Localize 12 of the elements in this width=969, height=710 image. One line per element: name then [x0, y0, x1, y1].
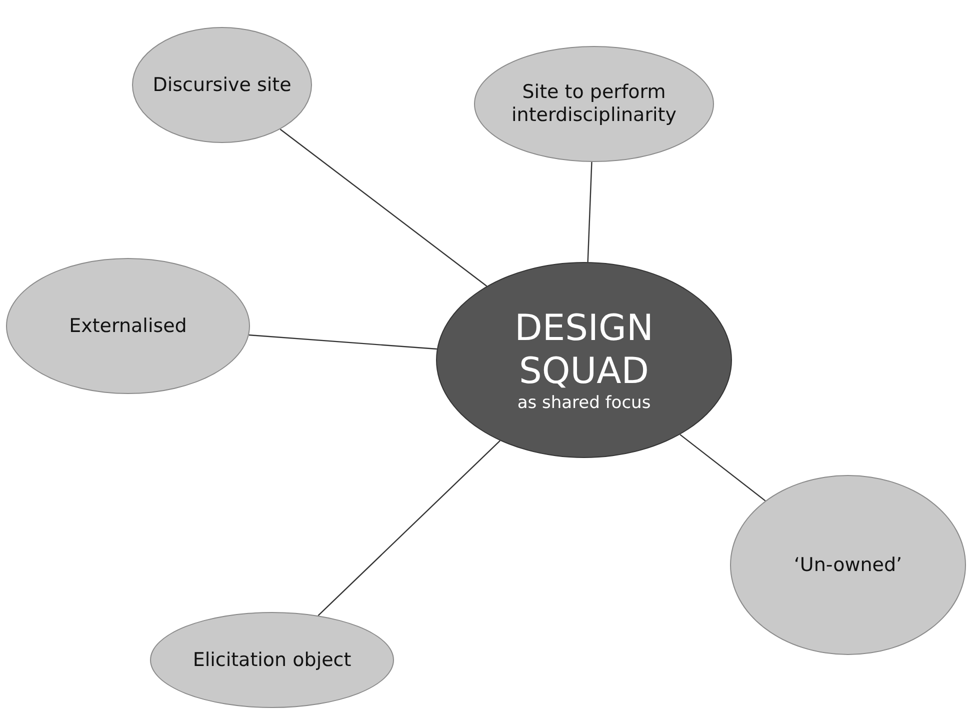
connector-line	[680, 434, 766, 502]
concept-label: Elicitation object	[192, 648, 352, 672]
concept-label: Externalised	[69, 314, 187, 338]
connector-line	[318, 440, 500, 616]
central-subtitle: as shared focus	[517, 392, 651, 414]
connector-line	[248, 334, 437, 350]
concept-label: Site to perform interdisciplinarity	[510, 81, 678, 127]
concept-label: ‘Un-owned’	[794, 554, 902, 576]
connector-line	[587, 162, 592, 262]
connector-line	[280, 128, 488, 287]
concept-label: Discursive site	[152, 74, 292, 96]
central-title: DESIGN SQUAD	[514, 306, 654, 393]
